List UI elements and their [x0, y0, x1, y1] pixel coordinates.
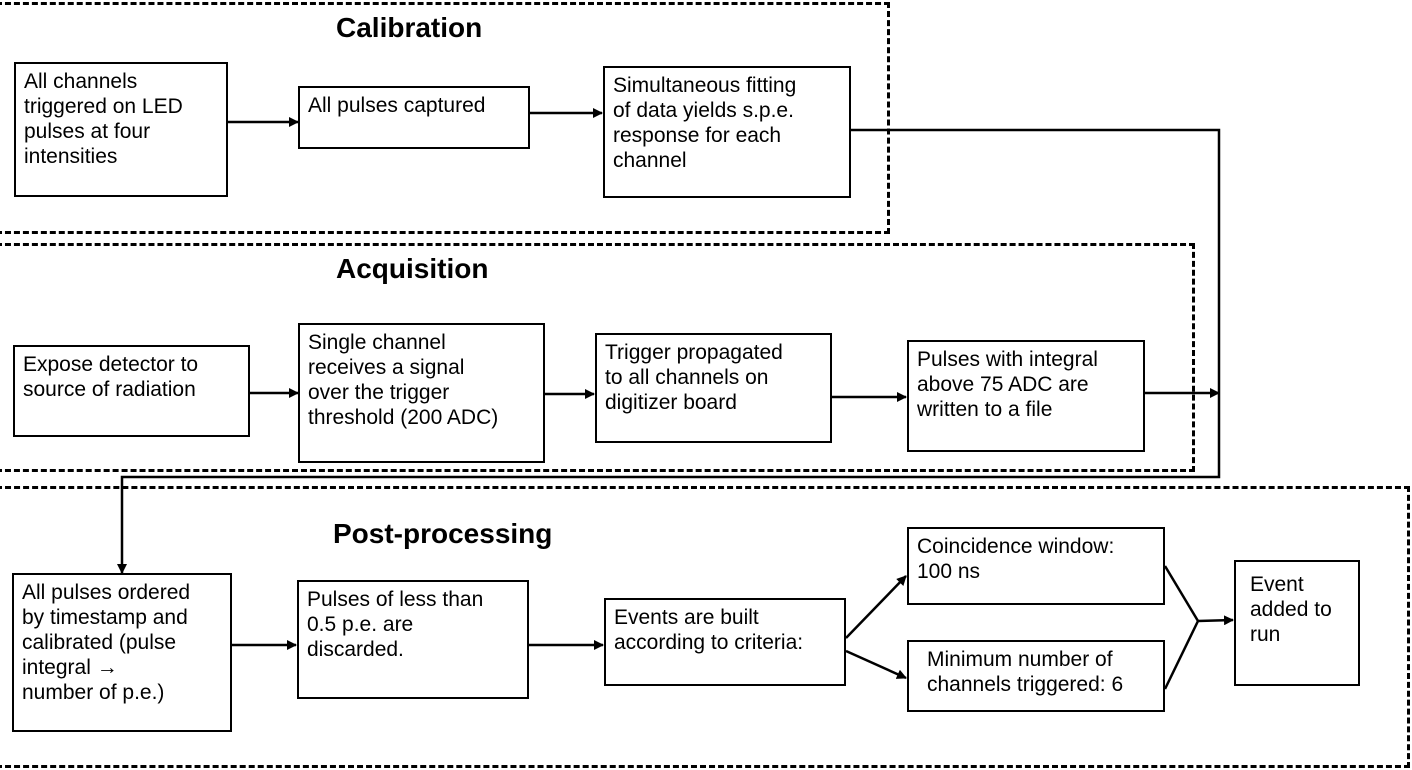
calibration-step-spe-fit: Simultaneous fitting of data yields s.p.… [603, 66, 851, 198]
result-event-added: Event added to run [1234, 560, 1360, 686]
calibration-step-pulses-captured: All pulses captured [298, 86, 530, 149]
acquisition-step-pulses-written: Pulses with integral above 75 ADC are wr… [907, 340, 1145, 452]
criterion-coincidence-window: Coincidence window: 100 ns [907, 527, 1165, 605]
acquisition-step-expose-detector: Expose detector to source of radiation [13, 345, 250, 437]
post-step-build-events: Events are built according to criteria: [604, 598, 846, 686]
calibration-region [0, 2, 890, 234]
calibration-step-led-trigger: All channels triggered on LED pulses at … [14, 62, 228, 197]
acquisition-title: Acquisition [336, 253, 489, 284]
criterion-minimum-channels: Minimum number of channels triggered: 6 [907, 640, 1165, 712]
acquisition-region [0, 243, 1195, 472]
post-step-order-calibrate: All pulses ordered by timestamp and cali… [12, 573, 232, 732]
post-processing-title: Post-processing [333, 518, 553, 549]
post-processing-region [0, 486, 1410, 768]
post-step-discard-small-pulses: Pulses of less than 0.5 p.e. are discard… [297, 580, 529, 699]
acquisition-step-single-channel-trigger: Single channel receives a signal over th… [298, 323, 545, 463]
calibration-title: Calibration [336, 12, 483, 43]
acquisition-step-trigger-propagated: Trigger propagated to all channels on di… [595, 333, 832, 443]
